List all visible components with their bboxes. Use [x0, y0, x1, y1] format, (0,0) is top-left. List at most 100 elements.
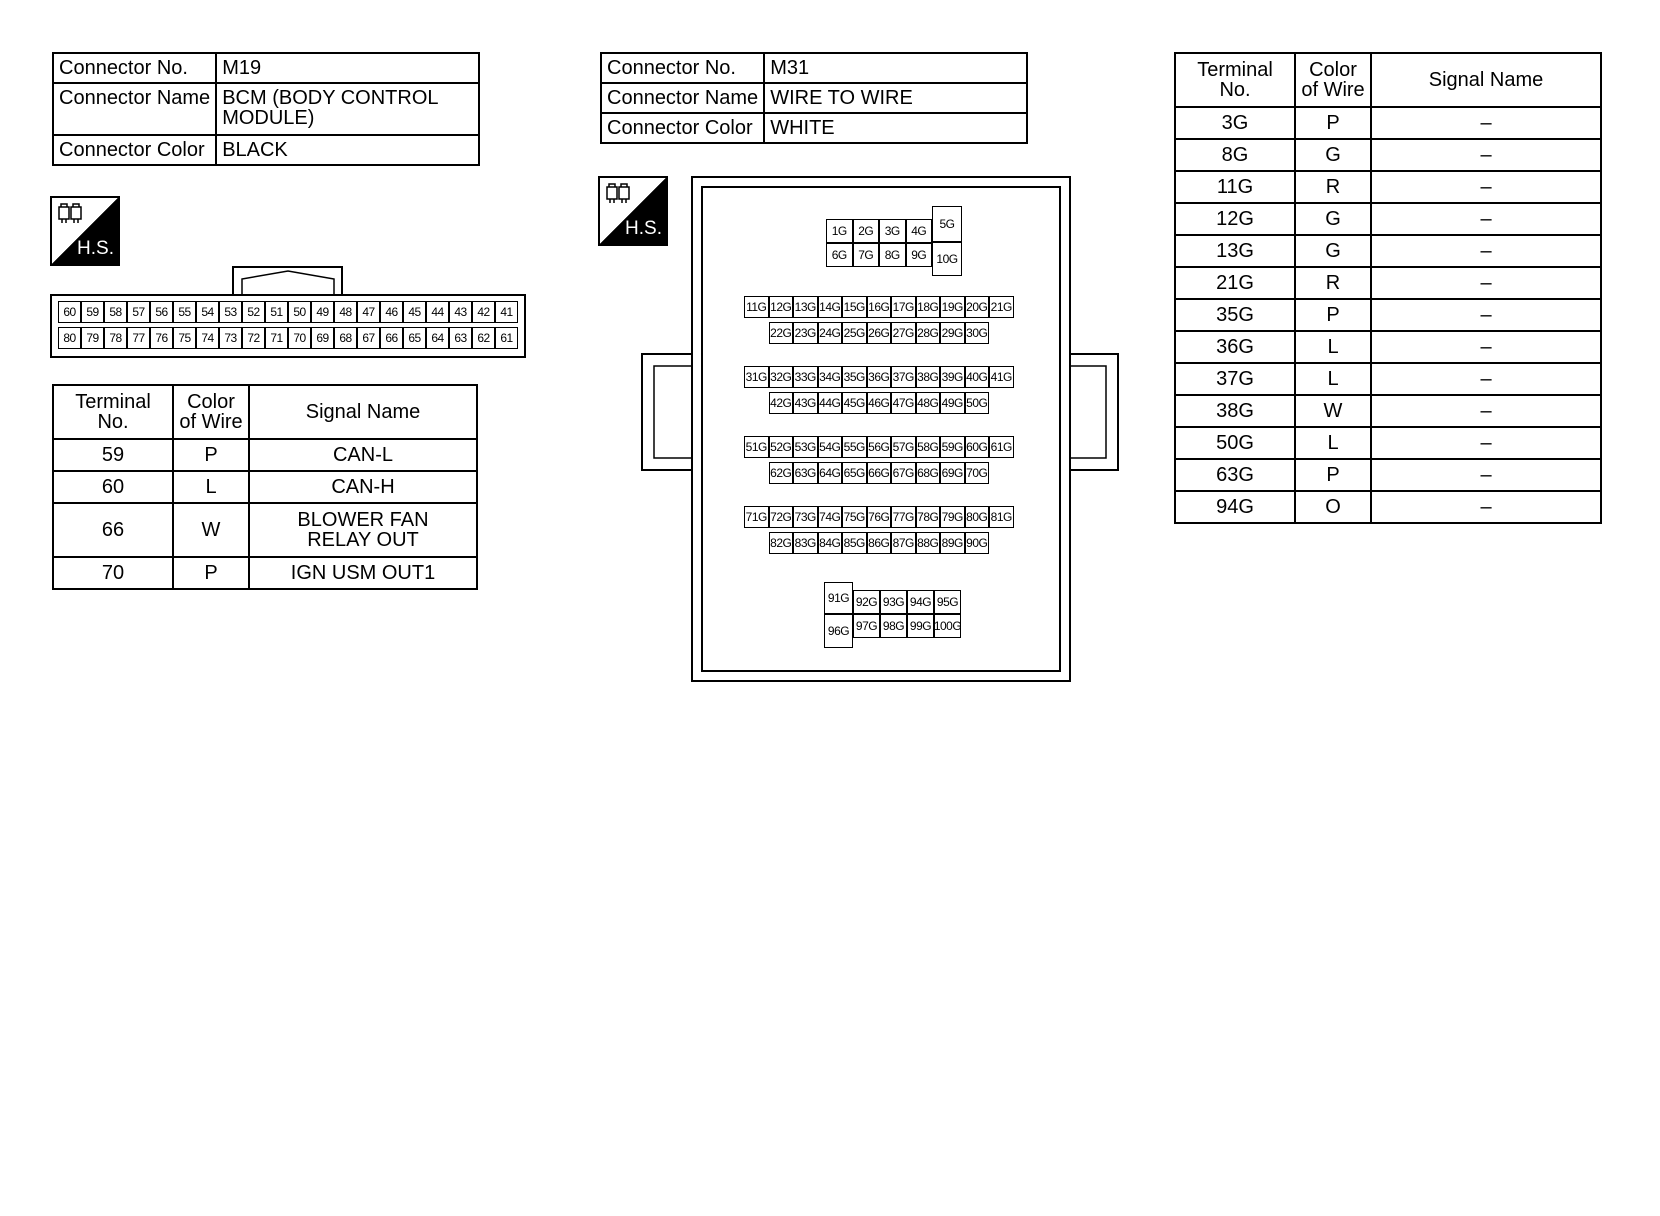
pin-97G: 97G	[853, 614, 880, 638]
pin-63G: 63G	[793, 462, 818, 484]
terminal-no: 11G	[1174, 170, 1296, 204]
pin-59: 59	[81, 301, 104, 323]
signal-name: –	[1370, 362, 1602, 396]
connector-no-value: M31	[763, 52, 1028, 84]
pin-51G: 51G	[744, 436, 769, 458]
m19-info-table: Connector No. M19 Connector Name BCM (BO…	[51, 52, 480, 166]
signal-name: –	[1370, 330, 1602, 364]
pin-58: 58	[104, 301, 127, 323]
connector-icon	[58, 203, 82, 223]
pin-57: 57	[127, 301, 150, 323]
header-signal-name: Signal Name	[1370, 52, 1602, 108]
pin-34G: 34G	[817, 366, 842, 388]
pin-4G: 4G	[905, 219, 932, 243]
connector-name-label: Connector Name	[599, 82, 766, 114]
pin-41: 41	[495, 301, 518, 323]
pin-56G: 56G	[866, 436, 891, 458]
pin-5G: 5G	[932, 206, 962, 242]
terminal-no: 66	[52, 502, 174, 558]
pin-61: 61	[495, 327, 518, 349]
m31-connector-color-row: Connector Color WHITE	[599, 112, 1028, 144]
pin-53G: 53G	[793, 436, 818, 458]
signal-name: CAN-H	[248, 470, 478, 504]
pin-59G: 59G	[940, 436, 965, 458]
pin-48G: 48G	[915, 392, 940, 414]
terminal-no: 63G	[1174, 458, 1296, 492]
pin-28G: 28G	[915, 322, 940, 344]
connector-name-value: WIRE TO WIRE	[763, 82, 1028, 114]
pin-44G: 44G	[817, 392, 842, 414]
pin-60: 60	[58, 301, 81, 323]
pin-9G: 9G	[905, 243, 932, 267]
pin-48: 48	[334, 301, 357, 323]
pin-10G: 10G	[932, 242, 962, 276]
pin-64: 64	[426, 327, 449, 349]
wire-color: L	[1294, 330, 1372, 364]
pin-14G: 14G	[817, 296, 842, 318]
pin-72G: 72G	[768, 506, 793, 528]
pin-47G: 47G	[891, 392, 916, 414]
header-signal-name: Signal Name	[248, 384, 478, 440]
pin-52G: 52G	[768, 436, 793, 458]
terminal-no: 37G	[1174, 362, 1296, 396]
pin-23G: 23G	[793, 322, 818, 344]
pin-32G: 32G	[768, 366, 793, 388]
pin-98G: 98G	[880, 614, 907, 638]
pin-93G: 93G	[880, 590, 907, 614]
pin-86G: 86G	[866, 532, 891, 554]
m19-hs-badge: H.S.	[50, 196, 120, 266]
pin-13G: 13G	[793, 296, 818, 318]
signal-name: –	[1370, 266, 1602, 300]
pin-52: 52	[242, 301, 265, 323]
pin-33G: 33G	[793, 366, 818, 388]
wire-color: O	[1294, 490, 1372, 524]
m19-connector-color-row: Connector Color BLACK	[51, 134, 480, 166]
pin-84G: 84G	[817, 532, 842, 554]
terminal-no: 38G	[1174, 394, 1296, 428]
connector-name-label: Connector Name	[51, 82, 218, 136]
pin-70: 70	[288, 327, 311, 349]
pin-29G: 29G	[940, 322, 965, 344]
signal-name: IGN USM OUT1	[248, 556, 478, 590]
pin-85G: 85G	[842, 532, 867, 554]
header-color-of-wire: Color of Wire	[1294, 52, 1372, 108]
pin-55: 55	[173, 301, 196, 323]
pin-46G: 46G	[866, 392, 891, 414]
pin-42: 42	[472, 301, 495, 323]
m31-hs-badge: H.S.	[598, 176, 668, 246]
wire-color: L	[1294, 426, 1372, 460]
header-terminal-no: Terminal No.	[1174, 52, 1296, 108]
m31-connector-name-row: Connector Name WIRE TO WIRE	[599, 82, 1028, 114]
pin-20G: 20G	[964, 296, 989, 318]
pin-71: 71	[265, 327, 288, 349]
m19-connector-name-row: Connector Name BCM (BODY CONTROL MODULE)	[51, 82, 480, 136]
pin-73: 73	[219, 327, 242, 349]
pin-6G: 6G	[826, 243, 853, 267]
pin-95G: 95G	[934, 590, 961, 614]
pin-36G: 36G	[866, 366, 891, 388]
connector-color-value: BLACK	[215, 134, 480, 166]
m19-connector-housing	[50, 266, 526, 358]
pin-8G: 8G	[879, 243, 906, 267]
wire-color: G	[1294, 234, 1372, 268]
pin-26G: 26G	[866, 322, 891, 344]
pin-42G: 42G	[768, 392, 793, 414]
pin-12G: 12G	[768, 296, 793, 318]
pin-96G: 96G	[824, 614, 853, 648]
pin-90G: 90G	[964, 532, 989, 554]
table-header-row: Terminal No. Color of Wire Signal Name	[1174, 52, 1602, 108]
signal-name: –	[1370, 106, 1602, 140]
pin-78G: 78G	[915, 506, 940, 528]
signal-name: –	[1370, 298, 1602, 332]
connector-color-value: WHITE	[763, 112, 1028, 144]
pin-31G: 31G	[744, 366, 769, 388]
pin-47: 47	[357, 301, 380, 323]
terminal-no: 36G	[1174, 330, 1296, 364]
wire-color: L	[1294, 362, 1372, 396]
table-row: 66 W BLOWER FAN RELAY OUT	[52, 502, 478, 558]
